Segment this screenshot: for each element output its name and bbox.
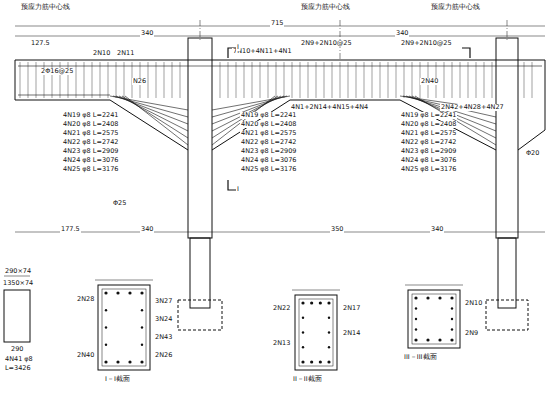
drawing-label: 4N22 φ8 L=2742 [62, 139, 119, 146]
drawing-label: 2N13 [272, 340, 291, 347]
drawing-label: 7N10+4N11+4N1 [232, 48, 293, 55]
drawing-label: 290 [10, 346, 24, 353]
drawing-label: 2N10 [464, 300, 483, 307]
drawing-label: 2N22 [272, 305, 291, 312]
drawing-label: 4N25 φ8 L=3176 [400, 166, 457, 173]
drawing-label: I－I截面 [104, 376, 131, 383]
drawing-label: 4N21 φ8 L=2575 [62, 130, 119, 137]
drawing-label: 预应力筋中心线 [430, 4, 481, 11]
drawing-label: 4N20 φ8 L=2408 [240, 121, 297, 128]
drawing-label: 340 [395, 30, 409, 37]
drawing-label: 4N23 φ8 L=2909 [62, 148, 119, 155]
drawing-label: 4N19 φ8 L=2241 [400, 112, 457, 119]
drawing-label: 4N24 φ8 L=3076 [400, 157, 457, 164]
drawing-label: 340 [430, 226, 444, 233]
drawing-label: N26 [132, 78, 147, 85]
drawing-label: 2N9+2N10@25 [400, 40, 453, 47]
drawing-label: 2N14 [342, 330, 361, 337]
drawing-label: 340 [140, 30, 154, 37]
drawing-label: 177.5 [60, 226, 81, 233]
drawing-label: III－III截面 [403, 354, 438, 361]
drawing-label: 4N19 φ8 L=2241 [62, 112, 119, 119]
drawing-label: Φ25 [112, 200, 127, 207]
drawing-label: 4N23 φ8 L=2909 [240, 148, 297, 155]
drawing-label: 2N28 [76, 296, 95, 303]
drawing-label: 2N9 [464, 330, 479, 337]
drawing-label: 3N24 [154, 316, 173, 323]
drawing-label: 2Φ16@25 [40, 68, 74, 75]
drawing-label: 4N20 φ8 L=2408 [400, 121, 457, 128]
drawing-label: 2N17 [342, 305, 361, 312]
drawing-label: 4N25 φ8 L=3176 [240, 166, 297, 173]
drawing-label: 2N42+4N28+4N27 [440, 104, 505, 111]
drawing-label: II－II截面 [292, 376, 323, 383]
drawing-label: 2N9+2N10@25 [300, 40, 353, 47]
drawing-label: 3N27 [154, 298, 173, 305]
drawing-label: 4N20 φ8 L=2408 [62, 121, 119, 128]
drawing-label: 290×74 [4, 268, 32, 275]
drawing-label: 1350×74 [2, 280, 34, 287]
drawing-label: 127.5 [30, 40, 51, 47]
drawing-label: 2N10 [92, 50, 111, 57]
drawing-label: 4N23 φ8 L=2909 [400, 148, 457, 155]
drawing-label: 4N21 φ8 L=2575 [400, 130, 457, 137]
drawing-label: 4N1+2N14+4N15+4N4 [290, 104, 369, 111]
drawing-label: L=3426 [4, 365, 32, 372]
drawing-label: I [236, 44, 240, 51]
drawing-label: 4N19 φ8 L=2241 [240, 112, 297, 119]
drawing-label: 2N40 [420, 78, 439, 85]
drawing-label: 350 [330, 226, 344, 233]
drawing-label: 预应力筋中心线 [20, 4, 71, 11]
drawing-label: Φ20 [525, 150, 540, 157]
drawing-label: 340 [140, 226, 154, 233]
drawing-label: 2N11 [116, 50, 135, 57]
drawing-label: 2N43 [154, 334, 173, 341]
drawing-label: 预应力筋中心线 [300, 4, 351, 11]
drawing-label: 4N25 φ8 L=3176 [62, 166, 119, 173]
drawing-label: 2N40 [76, 352, 95, 359]
drawing-label: I [236, 186, 240, 193]
drawing-label: 4N22 φ8 L=2742 [400, 139, 457, 146]
drawing-label: 4N21 φ8 L=2575 [240, 130, 297, 137]
drawing-label: 4N24 φ8 L=3076 [240, 157, 297, 164]
drawing-label: 4N24 φ8 L=3076 [62, 157, 119, 164]
drawing-label: 4N22 φ8 L=2742 [240, 139, 297, 146]
drawing-label: 715 [270, 20, 284, 27]
drawing-label: 4N41 φ8 [4, 356, 34, 363]
drawing-label: 2N26 [154, 352, 173, 359]
